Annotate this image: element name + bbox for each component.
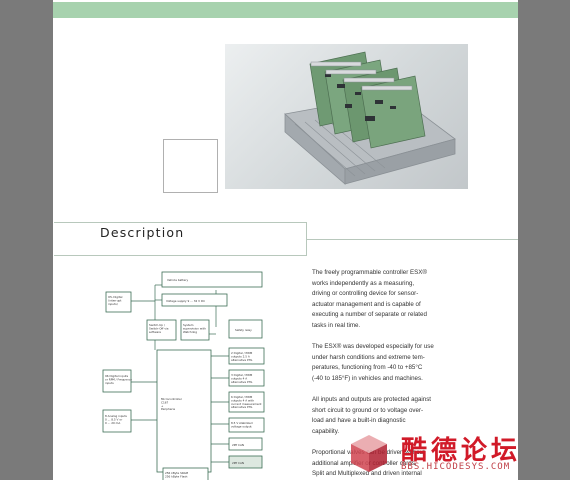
- paragraph-3: All inputs and outputs are protected aga…: [312, 396, 432, 435]
- section-heading-frame: [54, 222, 307, 256]
- cube-logo-icon: [351, 435, 387, 472]
- voltage-supply-block: [161, 293, 228, 307]
- supervision-block: [180, 319, 210, 341]
- controller-illustration: [284, 51, 456, 185]
- digital-outputs-3-block: [228, 391, 265, 413]
- analog-inputs-block: [102, 409, 132, 433]
- header-band: [53, 2, 518, 18]
- section-heading: Description: [100, 225, 185, 240]
- memory-block: [162, 467, 209, 480]
- paragraph-2: The ESX® was developed especially for us…: [312, 343, 434, 382]
- watermark-text: 酷德论坛: [401, 436, 522, 466]
- digital-inputs-2-block: [102, 369, 132, 393]
- digital-inputs-block: [105, 291, 132, 313]
- thumbnail-frame: [163, 139, 218, 193]
- paragraph-1: The freely programmable controller ESX® …: [312, 269, 427, 329]
- digital-outputs-2-block: [228, 369, 265, 387]
- microcontroller-block: [156, 349, 212, 473]
- block-diagram: Vehicle battery Voltage supply 9 ... 32 …: [102, 271, 265, 480]
- digital-outputs-1-block: [228, 347, 265, 365]
- section-divider: [307, 239, 518, 240]
- battery-block: [161, 271, 263, 288]
- switch-block: [146, 319, 177, 341]
- stabilized-output-block: [228, 417, 265, 433]
- product-photo: [225, 44, 468, 189]
- can-port-2-label: 2PP CAN: [232, 461, 244, 465]
- battery-label: Vehicle battery: [167, 278, 188, 282]
- watermark-url: BBS.HICODESYS.COM: [401, 462, 511, 472]
- safety-relay-label: Safety relay: [235, 328, 252, 332]
- can-port-2-block: [228, 455, 263, 469]
- safety-relay-block: [228, 319, 263, 339]
- voltage-supply-label: Voltage supply 9 ... 32 V DC: [166, 299, 205, 303]
- site-watermark: 酷德论坛 BBS.HICODESYS.COM: [346, 430, 566, 480]
- can-port-1-label: 2PP CAN: [232, 443, 244, 447]
- can-port-1-block: [228, 437, 263, 451]
- document-page: Description: [53, 0, 518, 480]
